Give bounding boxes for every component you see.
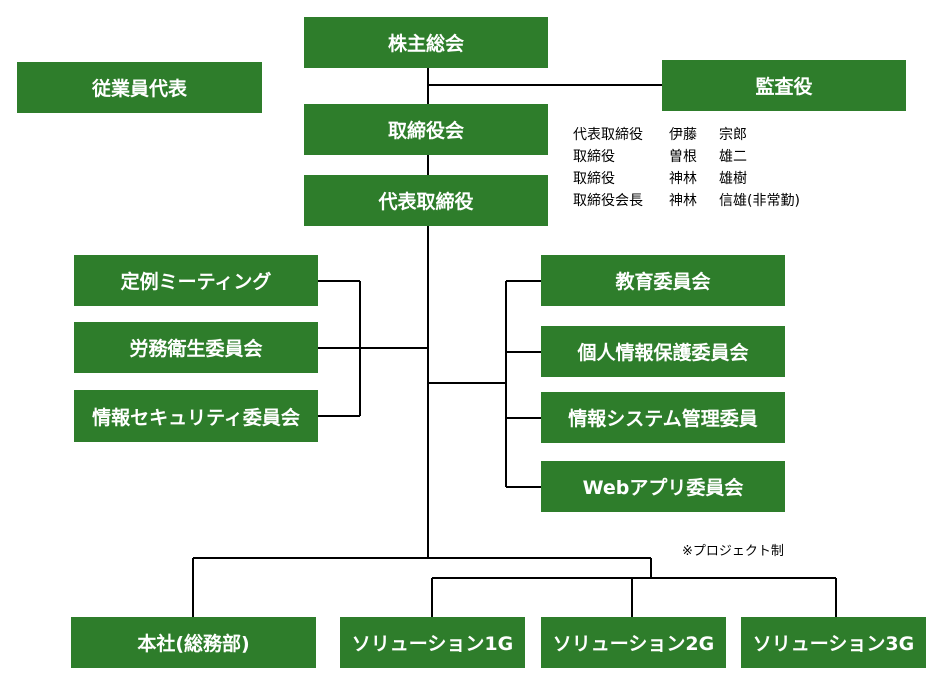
solution-2g-box: ソリューション2G [541,617,726,668]
officer-family-name: 伊藤 [669,127,697,143]
officer-row: 代表取締役 伊藤 宗郎 [573,124,800,146]
officer-role: 取締役 [573,149,615,165]
officer-role: 取締役 [573,171,615,187]
officer-row: 取締役 神林 雄樹 [573,168,800,190]
officer-family-name: 神林 [669,193,697,209]
webapp-committee-box: Webアプリ委員会 [541,461,785,512]
board-of-directors-box: 取締役会 [304,104,548,155]
officer-family-name: 曽根 [669,149,697,165]
head-office-box: 本社(総務部) [71,617,316,668]
officer-family-name: 神林 [669,171,697,187]
info-system-committee-box: 情報システム管理委員 [541,392,785,443]
regular-meeting-box: 定例ミーティング [74,255,318,306]
infosec-committee-box: 情報セキュリティ委員会 [74,390,318,442]
solution-1g-box: ソリューション1G [340,617,525,668]
shareholders-meeting-box: 株主総会 [304,17,548,68]
employee-representative-box: 従業員代表 [17,62,262,113]
officer-list: 代表取締役 伊藤 宗郎 取締役 曽根 雄二 取締役 神林 雄樹 取締役会長 神林… [573,124,800,212]
officer-given-name: 雄樹 [719,171,747,187]
education-committee-box: 教育委員会 [541,255,785,306]
officer-row: 取締役会長 神林 信雄(非常勤) [573,190,800,212]
officer-given-name: 信雄(非常勤) [719,193,800,209]
officer-role: 取締役会長 [573,193,643,209]
privacy-committee-box: 個人情報保護委員会 [541,326,785,377]
project-system-note: ※プロジェクト制 [682,544,784,559]
officer-row: 取締役 曽根 雄二 [573,146,800,168]
labor-health-committee-box: 労務衛生委員会 [74,322,318,373]
auditor-box: 監査役 [662,60,906,111]
solution-3g-box: ソリューション3G [741,617,926,668]
officer-given-name: 雄二 [719,149,747,165]
officer-role: 代表取締役 [573,127,643,143]
representative-director-box: 代表取締役 [304,175,548,226]
officer-given-name: 宗郎 [719,127,747,143]
